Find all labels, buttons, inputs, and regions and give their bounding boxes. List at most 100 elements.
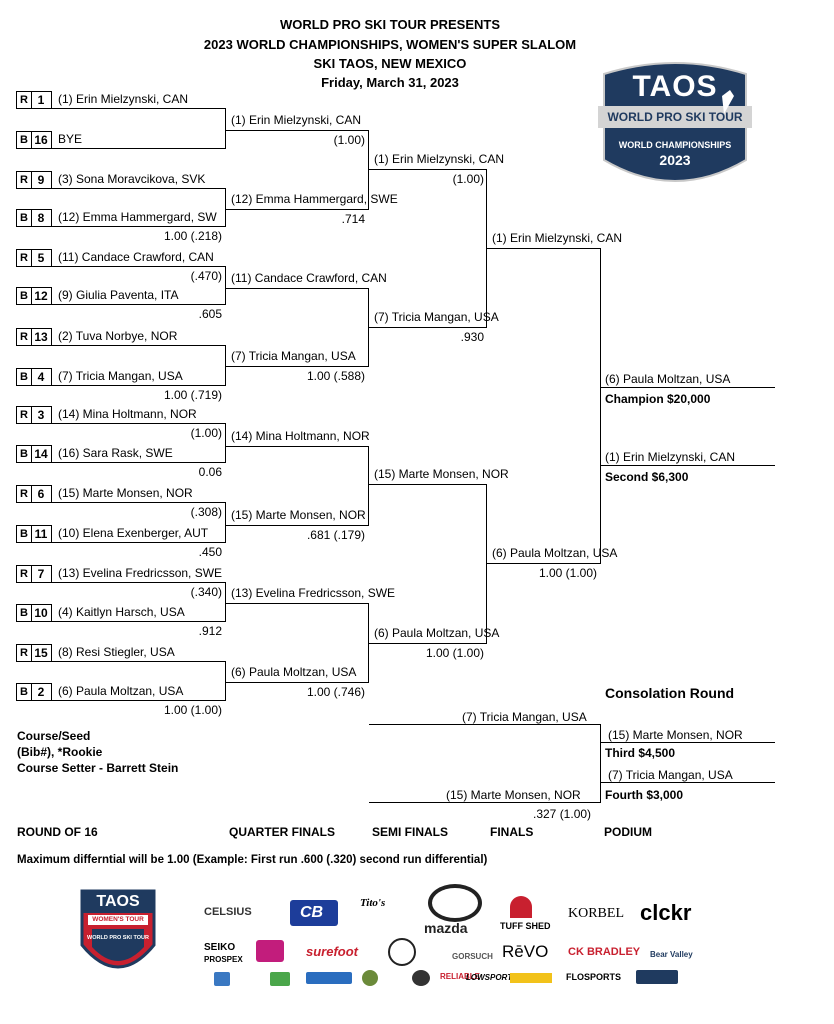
r16-competitor-name: (13) Evelina Fredricsson, SWE (58, 566, 223, 580)
final-differential: 1.00 (1.00) (538, 566, 597, 580)
r16-competitor-name: (14) Mina Holtmann, NOR (58, 407, 197, 421)
bib-number: 9 (31, 171, 52, 189)
r16-connector (225, 582, 226, 621)
sponsor-cb-badge (290, 900, 338, 926)
sponsor-tuffshed: TUFF SHED (500, 921, 551, 931)
r16-differential: .605 (198, 307, 222, 321)
consolation-title: Consolation Round (605, 685, 735, 701)
sf-connector (486, 169, 487, 327)
title-line-3: SKI TAOS, NEW MEXICO (313, 56, 467, 71)
sponsor-prospex: PROSPEX (204, 955, 243, 964)
course-badge: R (16, 406, 32, 424)
course-badge: R (16, 644, 32, 662)
course-badge: R (16, 565, 32, 583)
sf-differential: .930 (460, 330, 484, 344)
r16-differential: (.340) (190, 585, 222, 599)
round-label-qf: QUARTER FINALS (229, 825, 335, 839)
final-connector (600, 248, 601, 563)
r16-competitor-name: (8) Resi Stiegler, USA (58, 645, 175, 659)
r16-line (52, 188, 226, 189)
second-name: (1) Erin Mielzynski, CAN (605, 450, 736, 464)
round-label-r16: ROUND OF 16 (17, 825, 98, 839)
logo-brand: TAOS (632, 70, 718, 103)
sponsor-titos: Tito's (360, 897, 386, 909)
r16-line (52, 661, 226, 662)
final-line (487, 563, 601, 564)
sponsor-bearvalley: Bear Valley (650, 950, 693, 959)
qf-line (226, 682, 369, 683)
qf-competitor-name: (7) Tricia Mangan, USA (231, 349, 356, 363)
qf-differential: .714 (341, 212, 365, 226)
legend-bib: (Bib#), *Rookie (17, 745, 103, 759)
sponsor-mazda: mazda (424, 920, 468, 936)
qf-line (226, 603, 369, 604)
course-badge: B (16, 445, 32, 463)
sponsor-revo: RēVO (502, 942, 549, 961)
consolation-a: (7) Tricia Mangan, USA (462, 710, 587, 724)
r16-competitor-name: (10) Elena Exenberger, AUT (58, 526, 209, 540)
bottom-logo-sub: WOMEN'S TOUR (92, 916, 144, 923)
sponsor-v-icon (388, 938, 416, 966)
bib-number: 11 (31, 525, 52, 543)
fourth-line (601, 782, 775, 783)
r16-connector (225, 502, 226, 542)
sponsor-icon-1 (214, 972, 230, 986)
bib-number: 1 (31, 91, 52, 109)
course-badge: B (16, 525, 32, 543)
course-badge: R (16, 485, 32, 503)
sponsor-clckr: clckr (640, 900, 692, 925)
r16-connector (225, 266, 226, 304)
second-line (601, 465, 775, 466)
sf-line (369, 169, 487, 170)
sponsor-icon-6 (510, 973, 552, 983)
bib-number: 8 (31, 209, 52, 227)
course-badge: B (16, 209, 32, 227)
legend-course-setter: Course Setter - Barrett Stein (17, 761, 179, 775)
qf-competitor-name: (15) Marte Monsen, NOR (231, 508, 366, 522)
sponsor-lowsport: LOWSPORT (466, 973, 513, 982)
champion-prize: Champion $20,000 (605, 392, 711, 406)
qf-connector (368, 446, 369, 525)
course-badge: R (16, 328, 32, 346)
sf-competitor-name: (15) Marte Monsen, NOR (374, 467, 509, 481)
sf-competitor-name: (1) Erin Mielzynski, CAN (374, 152, 505, 166)
sponsor-flosports: FLOSPORTS (566, 972, 622, 982)
r16-differential: .450 (198, 545, 222, 559)
r16-line (52, 148, 226, 149)
third-line (601, 742, 775, 743)
sf-differential: (1.00) (452, 172, 484, 186)
sponsor-gorsuch: GORSUCH (452, 952, 493, 961)
sponsor-seiko: SEIKO (204, 942, 236, 953)
taos-womens-tour-logo: TAOS WOMEN'S TOUR WORLD PRO SKI TOUR (78, 885, 158, 985)
r16-competitor-name: (7) Tricia Mangan, USA (58, 369, 183, 383)
title-line-2: 2023 WORLD CHAMPIONSHIPS, WOMEN'S SUPER … (203, 37, 577, 52)
sponsor-celsius: CELSIUS (204, 906, 252, 918)
sponsor-icon-2 (270, 972, 290, 986)
bib-number: 3 (31, 406, 52, 424)
sf-line (369, 643, 487, 644)
sponsor-icon-5 (412, 970, 430, 986)
sponsor-korbel: KORBEL (568, 906, 624, 921)
r16-line (52, 226, 226, 227)
round-label-sf: SEMI FINALS (372, 825, 449, 839)
course-badge: B (16, 683, 32, 701)
sf-differential: 1.00 (1.00) (425, 646, 484, 660)
sponsor-icon-7 (636, 970, 678, 984)
r16-line (52, 542, 226, 543)
qf-competitor-name: (11) Candace Crawford, CAN (231, 271, 387, 285)
consolation-line-b (369, 802, 601, 803)
qf-differential: .681 (.179) (306, 528, 365, 542)
r16-line (52, 423, 226, 424)
consolation-diff: .327 (1.00) (533, 807, 592, 821)
qf-competitor-name: (1) Erin Mielzynski, CAN (231, 113, 362, 127)
logo-event: WORLD CHAMPIONSHIPS (618, 140, 732, 150)
qf-line (226, 288, 369, 289)
qf-competitor-name: (13) Evelina Fredricsson, SWE (231, 586, 396, 600)
third-prize: Third $4,500 (605, 746, 676, 760)
r16-line (52, 345, 226, 346)
r16-competitor-name: (2) Tuva Norbye, NOR (58, 329, 178, 343)
r16-competitor-name: BYE (58, 132, 83, 146)
third-name: (15) Marte Monsen, NOR (608, 728, 743, 742)
r16-differential: (1.00) (190, 426, 222, 440)
bib-number: 13 (31, 328, 52, 346)
